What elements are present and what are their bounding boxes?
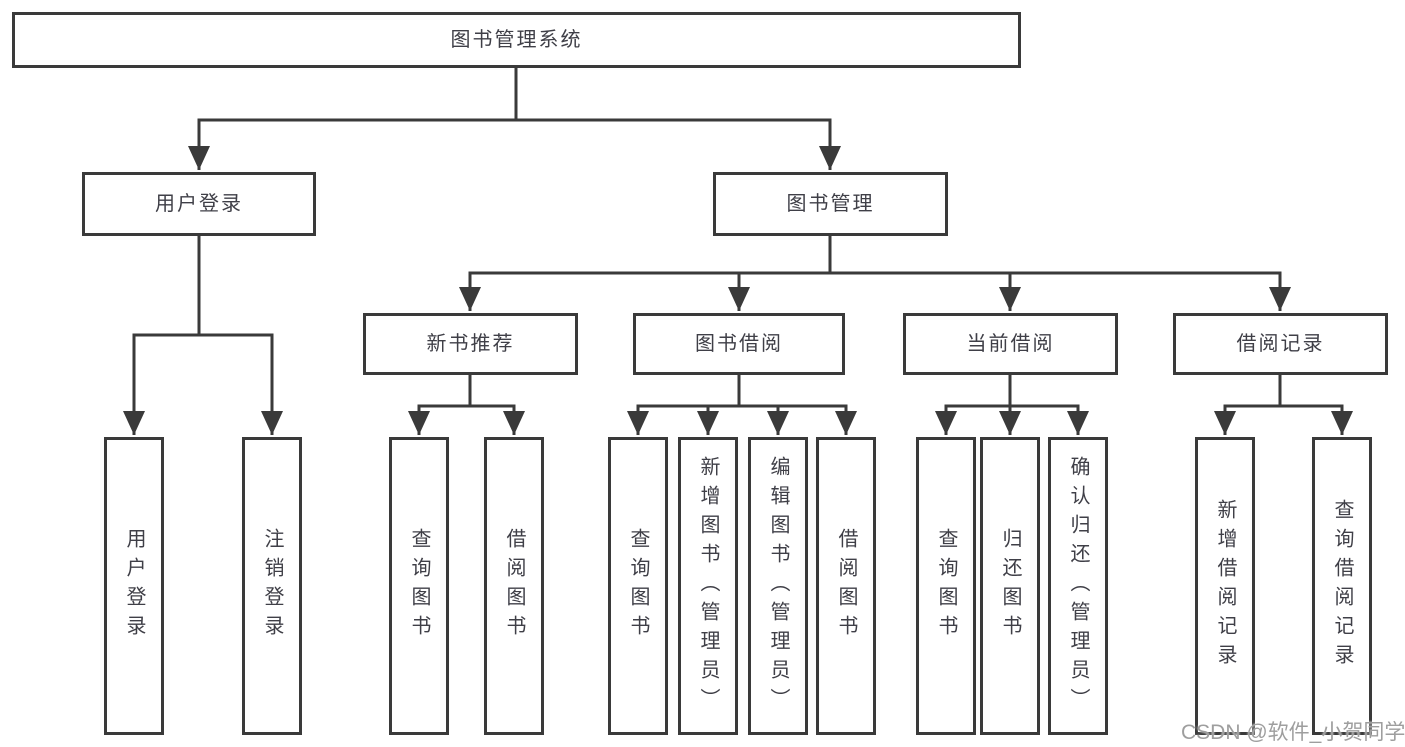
node-borrowing-records: 借阅记录: [1173, 313, 1388, 375]
leaf-confirm-return-admin: 确认归还（管理员）: [1048, 437, 1108, 735]
leaf-query-books-current: 查询图书: [916, 437, 976, 735]
leaf-query-books-recommend: 查询图书: [389, 437, 449, 735]
node-user-login: 用户登录: [82, 172, 316, 236]
leaf-edit-book-admin: 编辑图书（管理员）: [748, 437, 808, 735]
node-label: 图书借阅: [695, 333, 783, 355]
node-label: 新书推荐: [426, 333, 515, 355]
leaf-add-borrow-record: 新增借阅记录: [1195, 437, 1255, 735]
node-label: 图书管理: [786, 193, 875, 215]
tree-branch-lines: [132, 66, 1344, 408]
leaf-query-books-borrowing: 查询图书: [608, 437, 668, 735]
node-label: 当前借阅: [966, 333, 1055, 355]
leaf-label: 归还图书: [999, 528, 1021, 644]
watermark: CSDN @软件_小贺同学: [1181, 721, 1405, 744]
leaf-label: 借阅图书: [503, 528, 525, 644]
leaf-add-book-admin: 新增图书（管理员）: [678, 437, 738, 735]
leaf-label: 新增借阅记录: [1214, 499, 1236, 673]
leaf-label: 编辑图书（管理员）: [767, 455, 789, 717]
node-label: 用户登录: [155, 193, 243, 215]
node-book-management: 图书管理: [713, 172, 948, 236]
leaf-label: 查询借阅记录: [1331, 499, 1353, 673]
node-book-borrowing: 图书借阅: [633, 313, 845, 375]
leaf-query-borrow-record: 查询借阅记录: [1312, 437, 1372, 735]
leaf-borrow-books-recommend: 借阅图书: [484, 437, 544, 735]
leaf-label: 用户登录: [123, 528, 145, 644]
leaf-user-login: 用户登录: [104, 437, 164, 735]
node-label: 图书管理系统: [450, 29, 583, 51]
leaf-logout-login: 注销登录: [242, 437, 302, 735]
leaf-label: 查询图书: [627, 528, 649, 644]
node-label: 借阅记录: [1236, 333, 1325, 355]
leaf-label: 查询图书: [408, 528, 430, 644]
leaf-label: 注销登录: [261, 528, 283, 644]
leaf-label: 借阅图书: [835, 528, 857, 644]
node-current-borrowing: 当前借阅: [903, 313, 1118, 375]
leaf-label: 新增图书（管理员）: [697, 455, 719, 717]
node-new-book-recommendation: 新书推荐: [363, 313, 578, 375]
leaf-label: 查询图书: [935, 528, 957, 644]
leaf-borrow-books-borrowing: 借阅图书: [816, 437, 876, 735]
leaf-return-books: 归还图书: [980, 437, 1040, 735]
node-library-management-system: 图书管理系统: [12, 12, 1021, 68]
leaf-label: 确认归还（管理员）: [1067, 455, 1089, 717]
